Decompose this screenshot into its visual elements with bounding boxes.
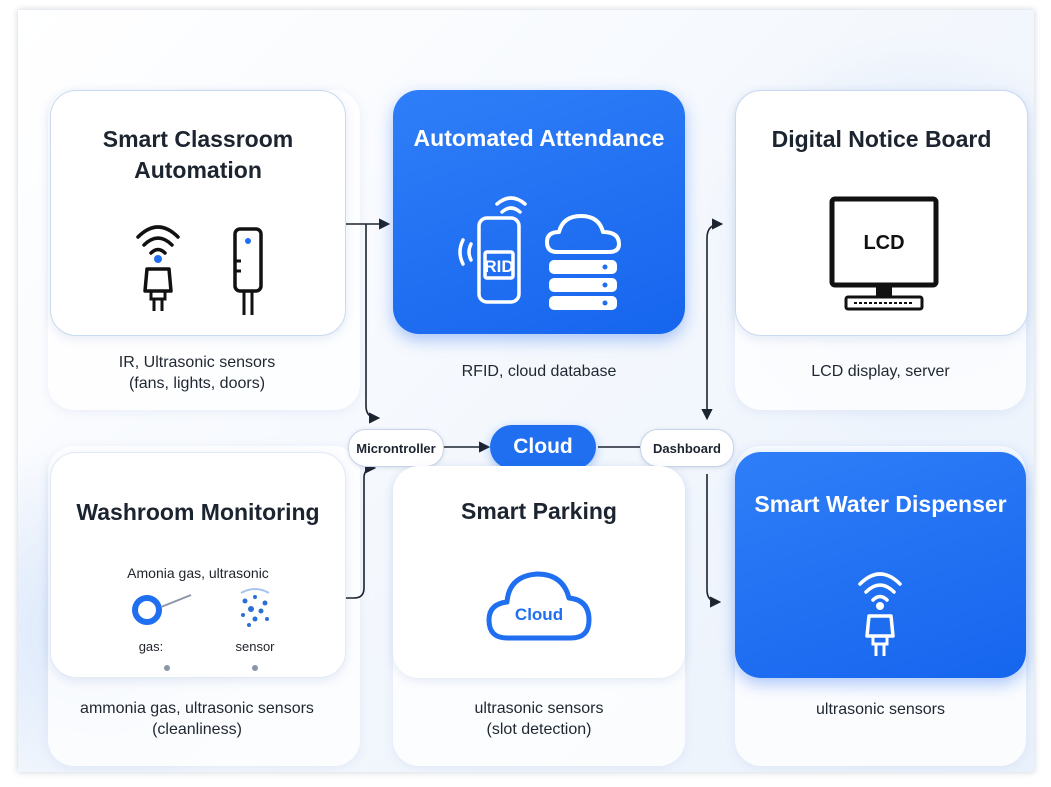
- washroom-caption-line1: ammonia gas, ultrasonic sensors: [80, 700, 314, 717]
- water-title: Smart Water Dispenser: [754, 491, 1007, 517]
- washroom-caption: ammonia gas, ultrasonic sensors (cleanli…: [50, 698, 344, 740]
- dashboard-node: Dashboard: [640, 429, 734, 467]
- connection-lines: [344, 218, 724, 608]
- wifi-sensor-icon: [858, 572, 902, 656]
- attendance-card: Automated Attendance RID: [393, 90, 685, 334]
- rfid-reader-icon: RID: [458, 196, 527, 304]
- gas-label: gas:: [138, 639, 164, 654]
- classroom-card: Smart Classroom Automation: [50, 90, 346, 336]
- classroom-caption-line2: (fans, lights, doors): [128, 375, 266, 392]
- rfid-label: RID: [484, 257, 513, 276]
- classroom-title-line1: Smart Classroom: [102, 126, 294, 152]
- diagram-frame: Smart Classroom Automation IR, Ultrasoni…: [18, 10, 1034, 772]
- wifi-sensor-icon: [136, 225, 180, 311]
- classroom-caption-line1: IR, Ultrasonic sensors: [118, 354, 276, 371]
- parking-title: Smart Parking: [461, 498, 617, 524]
- cloud-node: Cloud: [490, 425, 596, 469]
- attendance-title: Automated Attendance: [413, 125, 665, 151]
- parking-caption-line1: ultrasonic sensors: [474, 700, 604, 717]
- sensor-label: sensor: [235, 639, 275, 654]
- parking-caption: ultrasonic sensors (slot detection): [393, 698, 685, 740]
- parking-caption-line2: (slot detection): [486, 721, 592, 738]
- microcontroller-node: Microntroller: [348, 429, 444, 467]
- classroom-title-line2: Automation: [134, 157, 262, 183]
- cloud-icon: Cloud: [486, 571, 592, 641]
- water-card: Smart Water Dispenser: [735, 452, 1026, 678]
- ultrasonic-dots-icon: [240, 588, 270, 627]
- washroom-title: Washroom Monitoring: [76, 499, 320, 525]
- lcd-label: LCD: [863, 232, 904, 254]
- monitor-icon: LCD: [829, 196, 939, 311]
- water-caption: ultrasonic sensors: [816, 701, 945, 718]
- parking-card: Smart Parking Cloud: [393, 466, 685, 678]
- indicator-dots: [164, 665, 258, 671]
- notice-title: Digital Notice Board: [771, 126, 992, 152]
- notice-card: Digital Notice Board LCD: [735, 90, 1028, 336]
- ir-sensor-icon: [233, 227, 263, 315]
- notice-caption: LCD display, server: [811, 363, 950, 380]
- cloud-database-icon: [545, 214, 621, 310]
- washroom-subtitle: Amonia gas, ultrasonic: [127, 565, 269, 581]
- cloud-icon-label: Cloud: [515, 605, 563, 624]
- gas-ring-icon: [132, 594, 192, 625]
- classroom-caption: IR, Ultrasonic sensors (fans, lights, do…: [50, 352, 344, 394]
- classroom-title: Smart Classroom Automation: [51, 124, 345, 186]
- washroom-card: Washroom Monitoring Amonia gas, ultrason…: [50, 452, 346, 678]
- attendance-caption: RFID, cloud database: [461, 363, 617, 380]
- washroom-caption-line2: (cleanliness): [152, 721, 242, 738]
